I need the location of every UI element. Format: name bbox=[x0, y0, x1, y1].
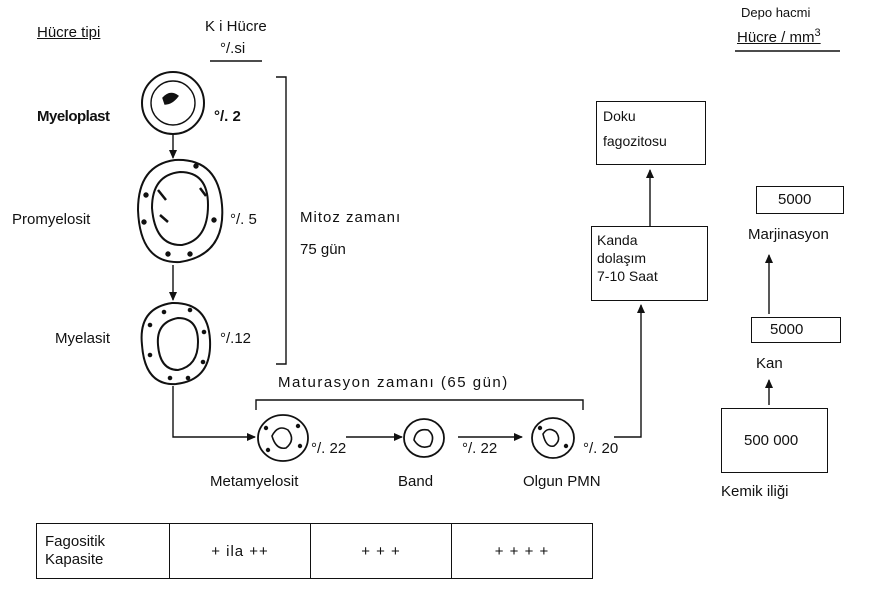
stage-name-myelasit: Myelasit bbox=[55, 330, 111, 347]
ki-header-line2: °/.si bbox=[220, 40, 246, 57]
marginal-depot-value: 5000 bbox=[778, 191, 812, 208]
blood-circulation-box bbox=[591, 226, 708, 301]
name-band: Band bbox=[398, 473, 434, 490]
blood-depot-box bbox=[751, 317, 841, 343]
capacity-band: + + + bbox=[310, 523, 452, 579]
marginal-depot-label: Marjinasyon bbox=[748, 226, 829, 243]
circulation-box-line3: 7-10 Saat bbox=[597, 268, 658, 284]
marginal-depot-box bbox=[756, 186, 844, 214]
pct-band: °/. 22 bbox=[462, 440, 498, 457]
circulation-box-line2: dolaşım bbox=[597, 250, 647, 266]
bone-marrow-depot-value: 500 000 bbox=[744, 432, 799, 449]
capacity-olgun-pmn: + + + + bbox=[451, 523, 593, 579]
promyelosit-cell-icon bbox=[136, 158, 224, 264]
olgun-pmn-cell-icon bbox=[531, 417, 575, 459]
name-olgun-pmn: Olgun PMN bbox=[523, 473, 601, 490]
table-row: Fagositik Kapasite + ila ++ + + + + + + … bbox=[36, 523, 593, 579]
cell-type-header: Hücre tipi bbox=[37, 24, 101, 41]
table-header-line2: Kapasite bbox=[45, 551, 104, 568]
pct-metamyelosit: °/. 22 bbox=[311, 440, 347, 457]
stage-name-myeloplast: Myeloplast bbox=[37, 108, 110, 125]
depot-unit: Hücre / mm bbox=[737, 29, 815, 46]
table-header-line1: Fagositik bbox=[45, 533, 106, 550]
bone-marrow-depot-label: Kemik iliği bbox=[721, 483, 789, 500]
blood-depot-label: Kan bbox=[756, 355, 783, 372]
bone-marrow-depot-box bbox=[721, 408, 828, 473]
blood-depot-value: 5000 bbox=[770, 321, 804, 338]
table-header-cell: Fagositik Kapasite bbox=[36, 523, 170, 579]
ki-header-line1: K i Hücre bbox=[205, 18, 267, 35]
phagocytic-capacity-table: Fagositik Kapasite + ila ++ + + + + + + … bbox=[36, 523, 593, 579]
depot-header-line2: Hücre / mm3 bbox=[737, 27, 821, 46]
depot-unit-sup: 3 bbox=[814, 27, 821, 39]
stage-name-promyelosit: Promyelosit bbox=[12, 211, 91, 228]
depot-header-line1: Depo hacmi bbox=[741, 5, 811, 20]
stage-pct-myeloplast: °/. 2 bbox=[214, 108, 241, 125]
tissue-phagocytosis-box bbox=[596, 101, 706, 165]
stage-pct-promyelosit: °/. 5 bbox=[230, 211, 257, 228]
capacity-metamyelosit: + ila ++ bbox=[169, 523, 311, 579]
maturation-label: Maturasyon zamanı (65 gün) bbox=[278, 374, 509, 391]
metamyelosit-cell-icon bbox=[257, 414, 309, 462]
pct-olgun-pmn: °/. 20 bbox=[583, 440, 619, 457]
name-metamyelosit: Metamyelosit bbox=[210, 473, 299, 490]
stage-pct-myelasit: °/.12 bbox=[220, 330, 252, 347]
mitosis-label: Mitoz zamanı bbox=[300, 209, 402, 226]
band-cell-icon bbox=[403, 418, 445, 458]
circulation-box-line1: Kanda bbox=[597, 232, 638, 248]
mitosis-duration: 75 gün bbox=[300, 241, 346, 258]
tissue-box-line1: Doku bbox=[603, 108, 636, 124]
myeloplast-cell-icon bbox=[141, 71, 205, 135]
tissue-box-line2: fagozitosu bbox=[603, 133, 667, 149]
myelasit-cell-icon bbox=[140, 301, 212, 386]
